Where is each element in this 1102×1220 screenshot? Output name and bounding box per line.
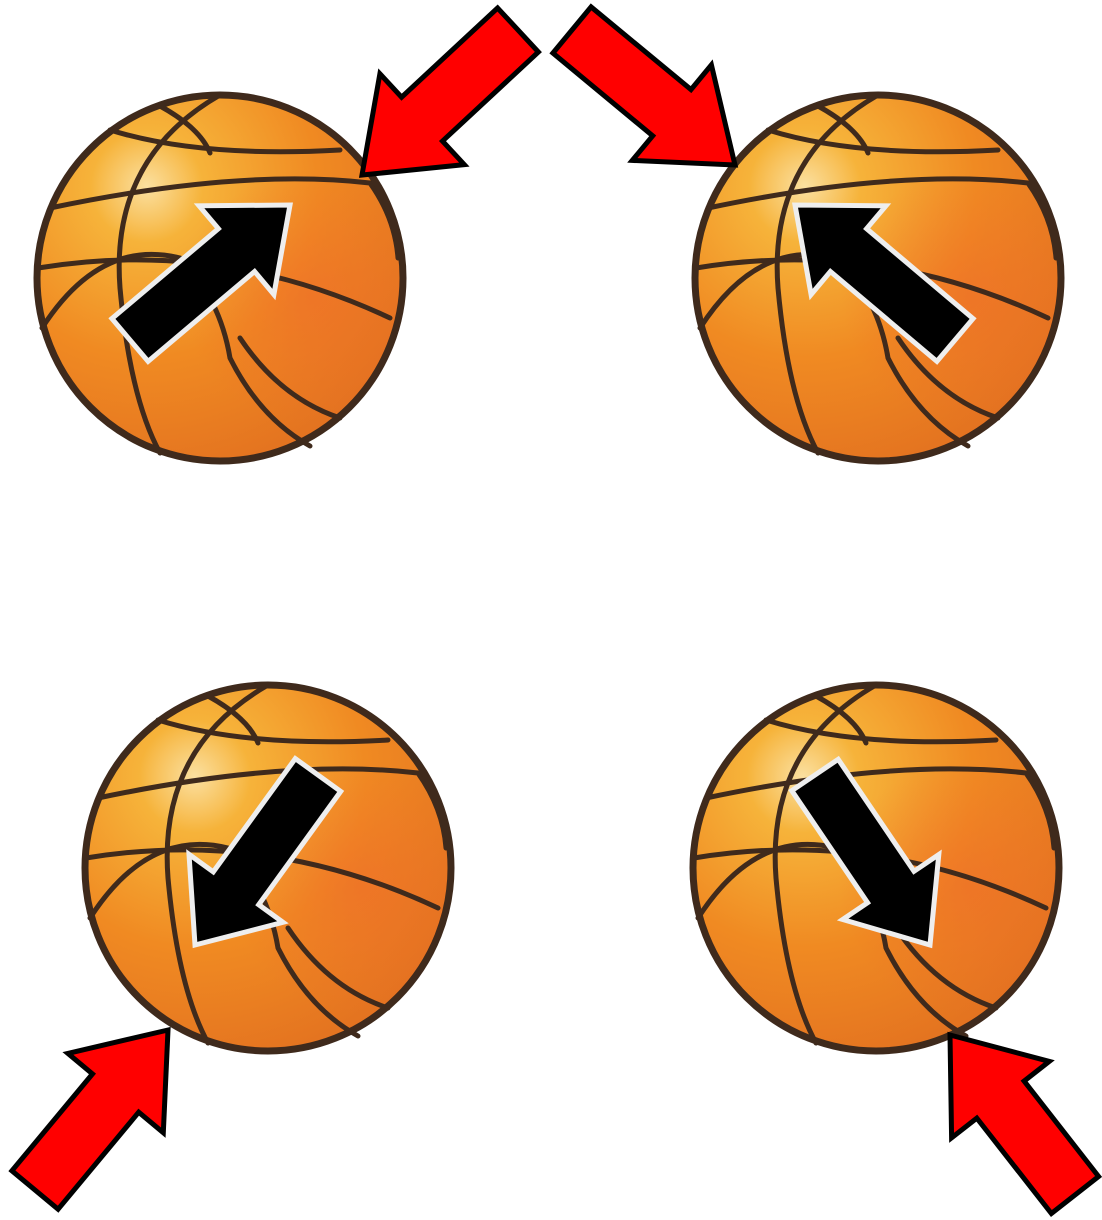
red-arrow-icon — [553, 7, 735, 165]
red-arrow-icon — [12, 1030, 168, 1209]
red-arrow-icon — [950, 1035, 1099, 1214]
red-arrow-icon — [362, 8, 538, 175]
